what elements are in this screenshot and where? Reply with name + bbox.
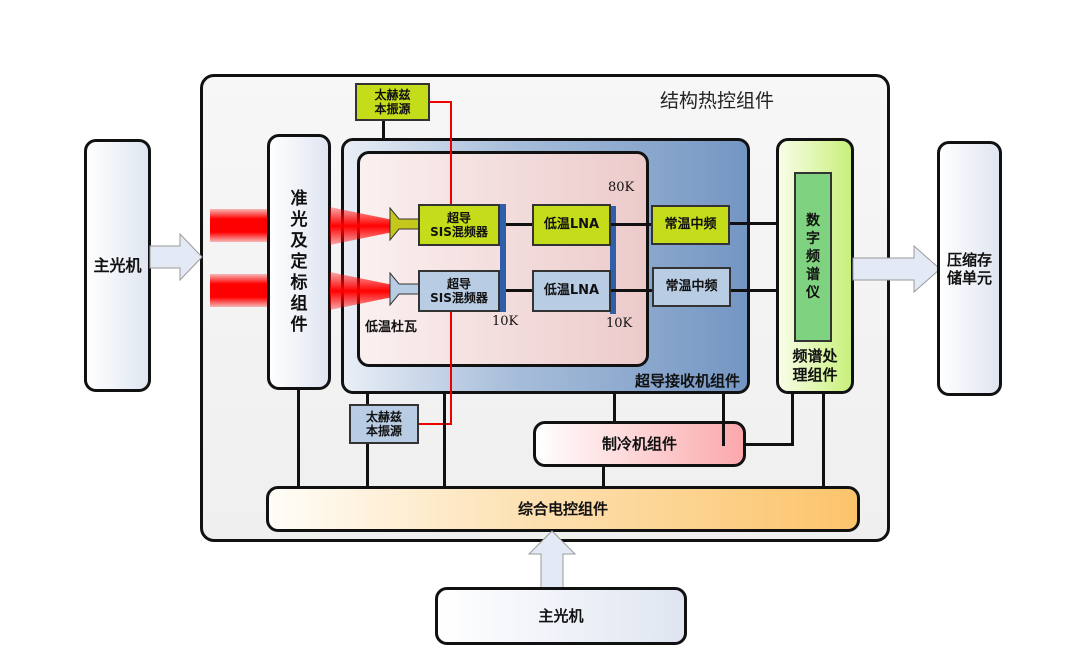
sis-mixer-bottom-line1: 超导 — [446, 276, 471, 291]
beam-input-top — [210, 209, 268, 242]
thz-local-oscillator-bottom: 太赫兹 本振源 — [349, 404, 419, 444]
cold-plate-10k-b — [610, 206, 616, 314]
quasi-optics-char: 标 — [290, 272, 308, 293]
compressed-storage-unit: 压缩存 储单元 — [937, 141, 1002, 396]
lo-bottom-line1: 太赫兹 — [365, 409, 402, 424]
quasi-optics-char: 及 — [290, 230, 308, 251]
signal-line-lna-if-top — [611, 223, 651, 226]
cold-plate-10k-a — [500, 204, 506, 312]
beam-inner-bottom — [330, 272, 398, 310]
spectrum-processing-label: 频谱处 理组件 — [776, 347, 854, 385]
lo-signal-line-top-h — [430, 101, 452, 103]
storage-line1: 压缩存 — [946, 250, 992, 269]
spectrometer-char: 数 — [806, 213, 820, 229]
thz-local-oscillator-top: 太赫兹 本振源 — [355, 83, 430, 121]
quasi-optics-char: 件 — [290, 314, 308, 335]
temp-80k-label: 80K — [608, 180, 635, 195]
sis-mixer-top-line1: 超导 — [446, 210, 471, 225]
if-top-label: 常温中频 — [664, 217, 717, 233]
control-line-spectrum-c — [822, 392, 825, 488]
sis-mixer-bottom: 超导 SIS混频器 — [418, 270, 500, 312]
control-line-cryocooler-spectrum — [746, 443, 792, 446]
structure-thermal-label: 结构热控组件 — [660, 90, 775, 112]
temp-10k-label-a: 10K — [492, 314, 519, 329]
arrow-host-to-quasi — [149, 232, 203, 282]
control-line-cryocooler — [602, 467, 605, 488]
lo-signal-line-bottom-h — [419, 423, 452, 425]
storage-line2: 储单元 — [946, 268, 992, 287]
signal-line-if-spectrometer-bottom — [731, 289, 794, 292]
arrow-to-storage — [852, 244, 941, 294]
signal-line-mixer-lna-bottom — [506, 289, 532, 292]
connector-lo-top-receiver — [382, 121, 385, 139]
spectrometer-char: 谱 — [806, 267, 820, 283]
temp-10k-label-b: 10K — [606, 316, 633, 331]
quasi-optics-char: 光 — [290, 209, 308, 230]
control-line-spectrum-b — [791, 392, 794, 446]
receiver-assembly-label: 超导接收机组件 — [634, 372, 740, 390]
signal-line-mixer-lna-top — [506, 223, 532, 226]
cryogenic-lna-bottom: 低温LNA — [532, 270, 611, 312]
lo-top-line1: 太赫兹 — [374, 87, 411, 102]
control-line-spectrum-a — [722, 394, 725, 446]
host-optics-bottom: 主光机 — [435, 587, 687, 645]
control-line-receiver-cryocooler — [613, 394, 616, 421]
control-line-quasi — [297, 390, 300, 488]
cryostat-label: 低温杜瓦 — [365, 320, 418, 335]
cryocooler-label: 制冷机组件 — [601, 435, 677, 453]
control-line-lo-bottom-down — [366, 444, 369, 488]
spectrometer-char: 频 — [806, 249, 820, 265]
digital-spectrometer: 数 字 频 谱 仪 — [794, 172, 832, 342]
beam-input-bottom — [210, 274, 268, 307]
room-temp-if-top: 常温中频 — [651, 205, 730, 245]
quasi-optics-char: 准 — [290, 188, 308, 209]
spectrum-processing-line2: 理组件 — [792, 366, 838, 384]
if-bottom-label: 常温中频 — [665, 279, 718, 295]
sis-mixer-top: 超导 SIS混频器 — [418, 204, 500, 246]
lo-top-line2: 本振源 — [374, 102, 411, 116]
lna-top-label: 低温LNA — [543, 217, 600, 233]
spectrum-processing-line1: 频谱处 — [792, 347, 838, 365]
electronic-control-label: 综合电控组件 — [517, 500, 608, 518]
room-temp-if-bottom: 常温中频 — [652, 267, 731, 307]
quasi-optics-char: 组 — [290, 293, 308, 314]
lo-signal-line-top-v — [450, 101, 452, 205]
control-line-lo-bottom — [366, 394, 369, 404]
control-line-receiver — [443, 394, 446, 488]
host-optics-left-label: 主光机 — [93, 255, 142, 275]
lo-bottom-line2: 本振源 — [365, 424, 402, 438]
lo-signal-line-bottom-v — [450, 303, 452, 425]
feed-horn-top-icon — [389, 207, 420, 241]
signal-line-lna-if-bottom — [611, 289, 652, 292]
feed-horn-bottom-icon — [389, 272, 420, 306]
spectrometer-char: 仪 — [806, 285, 820, 301]
beam-inner-top — [330, 207, 398, 245]
sis-mixer-top-line2: SIS混频器 — [430, 225, 488, 239]
spectrometer-char: 字 — [806, 231, 820, 247]
host-optics-left: 主光机 — [84, 139, 151, 392]
lna-bottom-label: 低温LNA — [543, 283, 600, 299]
signal-line-if-spectrometer-top — [730, 222, 794, 225]
integrated-electronic-control-assembly: 综合电控组件 — [266, 486, 860, 532]
cryogenic-lna-top: 低温LNA — [532, 204, 611, 246]
sis-mixer-bottom-line2: SIS混频器 — [430, 291, 488, 305]
arrow-host-to-control — [527, 530, 577, 590]
cryocooler-assembly: 制冷机组件 — [533, 421, 746, 467]
quasi-optics-char: 定 — [290, 251, 308, 272]
host-optics-bottom-label: 主光机 — [538, 607, 584, 625]
quasi-optics-calibration-assembly: 准 光 及 定 标 组 件 — [267, 134, 331, 390]
